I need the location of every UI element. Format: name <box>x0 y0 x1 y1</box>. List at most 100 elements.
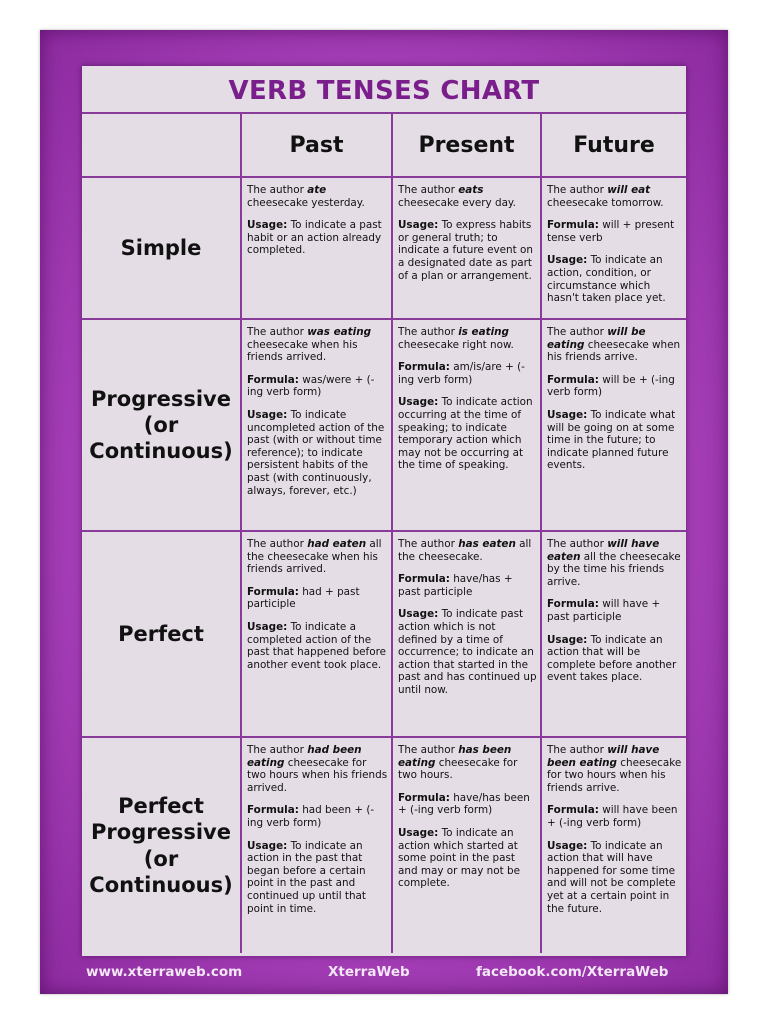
cell-paragraph: Usage: To indicate an action, condition,… <box>547 254 683 304</box>
field-label: Usage: <box>398 608 439 621</box>
cell-paragraph: The author has been eating cheesecake fo… <box>398 744 537 782</box>
cell-paragraph: Usage: To indicate an action that will h… <box>547 840 683 916</box>
field-label: Formula: <box>247 804 299 817</box>
cell-paragraph: The author will be eating cheesecake whe… <box>547 326 683 364</box>
cell-text: all the cheesecake when his friends arri… <box>247 538 382 576</box>
cell-text: cheesecake when his friends arrive. <box>547 338 681 364</box>
cell-text: will have + past participle <box>547 598 661 623</box>
row-header-line: (or <box>143 846 179 871</box>
cell-text: The author <box>247 184 308 196</box>
cell-paragraph: The author eats cheesecake every day. <box>398 184 537 209</box>
cell-paragraph: Formula: will have been + (-ing verb for… <box>547 804 683 829</box>
row-header-line: Progressive <box>91 386 231 411</box>
cell-text: was/were + (-ing verb form) <box>247 373 375 399</box>
cell-paragraph: Formula: have/has been + (-ing verb form… <box>398 792 537 817</box>
row-header-perfect: Perfect <box>82 530 242 738</box>
example-verb: eats <box>458 184 484 196</box>
row-header-line: (or <box>143 412 179 437</box>
field-label: Usage: <box>247 219 288 232</box>
column-header-future: Future <box>540 114 686 178</box>
cell-paragraph: The author had been eating cheesecake fo… <box>247 744 388 794</box>
row-header-line: Perfect <box>118 794 204 818</box>
cell-text: cheesecake every day. <box>398 196 516 209</box>
cell-paragraph: Usage: To indicate a past habit or an ac… <box>247 219 388 257</box>
cell-text: To indicate a past habit or an action al… <box>247 219 382 257</box>
cell-text: cheesecake right now. <box>398 338 514 351</box>
cell-text: To indicate an action that will be compl… <box>547 633 677 684</box>
cell-text: cheesecake for two hours when his friend… <box>547 756 682 794</box>
field-label: Formula: <box>547 804 599 817</box>
footer-brand: XterraWeb <box>328 964 410 980</box>
cell-text: The author <box>398 326 459 338</box>
header-row: Past Present Future <box>82 114 686 178</box>
cell-paragraph: Usage: To indicate an action which start… <box>398 827 537 890</box>
cell-text: am/is/are + (-ing verb form) <box>398 361 525 386</box>
cell-simple-past: The author ate cheesecake yesterday.Usag… <box>240 177 393 320</box>
corner-cell <box>82 114 242 178</box>
footer: www.xterraweb.com XterraWeb facebook.com… <box>40 962 728 986</box>
cell-text: will have been + (-ing verb form) <box>547 804 678 829</box>
chart-frame: VERB TENSES CHART Past Present Future Si… <box>40 30 728 994</box>
cell-paragraph: Formula: will + present tense verb <box>547 219 683 244</box>
cell-paragraph: Usage: To indicate past action which is … <box>398 608 537 696</box>
example-verb: was eating <box>307 326 372 338</box>
cell-paragraph: Formula: had been + (-ing verb form) <box>247 804 388 829</box>
cell-text: To indicate what will be going on at som… <box>547 408 676 472</box>
cell-text: To indicate an action that will have hap… <box>547 839 676 915</box>
cell-text: To indicate action occurring at the time… <box>398 396 533 472</box>
cell-text: will + present tense verb <box>547 219 675 244</box>
cell-simple-present: The author eats cheesecake every day. Usa… <box>391 177 542 320</box>
field-label: Formula: <box>547 373 599 386</box>
row-header-line: Progressive <box>91 820 231 845</box>
field-label: Usage: <box>247 408 288 421</box>
cell-text: To indicate an action in the past that b… <box>247 839 366 915</box>
cell-text: The author <box>247 326 308 338</box>
field-label: Usage: <box>547 633 588 646</box>
cell-text: The author <box>247 744 308 756</box>
field-label: Usage: <box>247 839 288 852</box>
field-label: Formula: <box>398 361 450 374</box>
field-label: Usage: <box>398 396 439 409</box>
cell-paragraph: The author was eating cheesecake when hi… <box>247 326 388 364</box>
cell-text: had + past participle <box>247 585 360 611</box>
cell-perfect-progressive-present: The author has been eating cheesecake fo… <box>391 736 542 953</box>
cell-text: cheesecake yesterday. <box>247 196 365 209</box>
field-label: Usage: <box>547 254 588 267</box>
cell-progressive-present: The author is eating cheesecake right no… <box>391 318 542 532</box>
cell-paragraph: Usage: To indicate action occurring at t… <box>398 396 537 472</box>
cell-perfect-future: The author will have eaten all the chees… <box>540 530 686 738</box>
example-verb: had eaten <box>307 538 367 550</box>
cell-paragraph: Usage: To indicate a completed action of… <box>247 621 388 671</box>
cell-paragraph: Usage: To express habits or general trut… <box>398 219 537 282</box>
row-header-line: Continuous) <box>89 872 233 897</box>
cell-text: cheesecake for two hours when his friend… <box>247 756 388 794</box>
field-label: Formula: <box>547 219 599 232</box>
cell-text: had been + (-ing verb form) <box>247 804 375 829</box>
field-label: Formula: <box>547 598 599 611</box>
footer-website: www.xterraweb.com <box>86 964 243 980</box>
cell-paragraph: The author will eat cheesecake tomorrow. <box>547 184 683 209</box>
cell-text: all the cheesecake by the time his frien… <box>547 550 681 588</box>
example-verb: had been eating <box>247 744 362 769</box>
cell-text: The author <box>398 184 459 196</box>
cell-paragraph: The author will have eaten all the chees… <box>547 538 683 588</box>
example-verb: has been eating <box>398 744 512 769</box>
cell-text: To indicate an action which started at s… <box>398 826 520 890</box>
field-label: Usage: <box>547 839 588 852</box>
cell-text: To indicate past action which is not def… <box>398 608 537 696</box>
cell-paragraph: Formula: will be + (-ing verb form) <box>547 374 683 399</box>
cell-text: To indicate a completed action of the pa… <box>247 620 387 671</box>
example-verb: is eating <box>458 326 509 338</box>
row-header-line: Continuous) <box>89 439 233 464</box>
field-label: Usage: <box>398 219 439 232</box>
cell-text: all the cheesecake. <box>398 538 532 563</box>
cell-text: The author <box>398 538 459 550</box>
cell-simple-future: The author will eat cheesecake tomorrow.… <box>540 177 686 320</box>
cell-progressive-past: The author was eating cheesecake when hi… <box>240 318 393 532</box>
cell-paragraph: The author will have been eating cheesec… <box>547 744 683 794</box>
cell-text: To express habits or general truth; to i… <box>398 219 533 282</box>
cell-text: The author <box>547 184 608 196</box>
